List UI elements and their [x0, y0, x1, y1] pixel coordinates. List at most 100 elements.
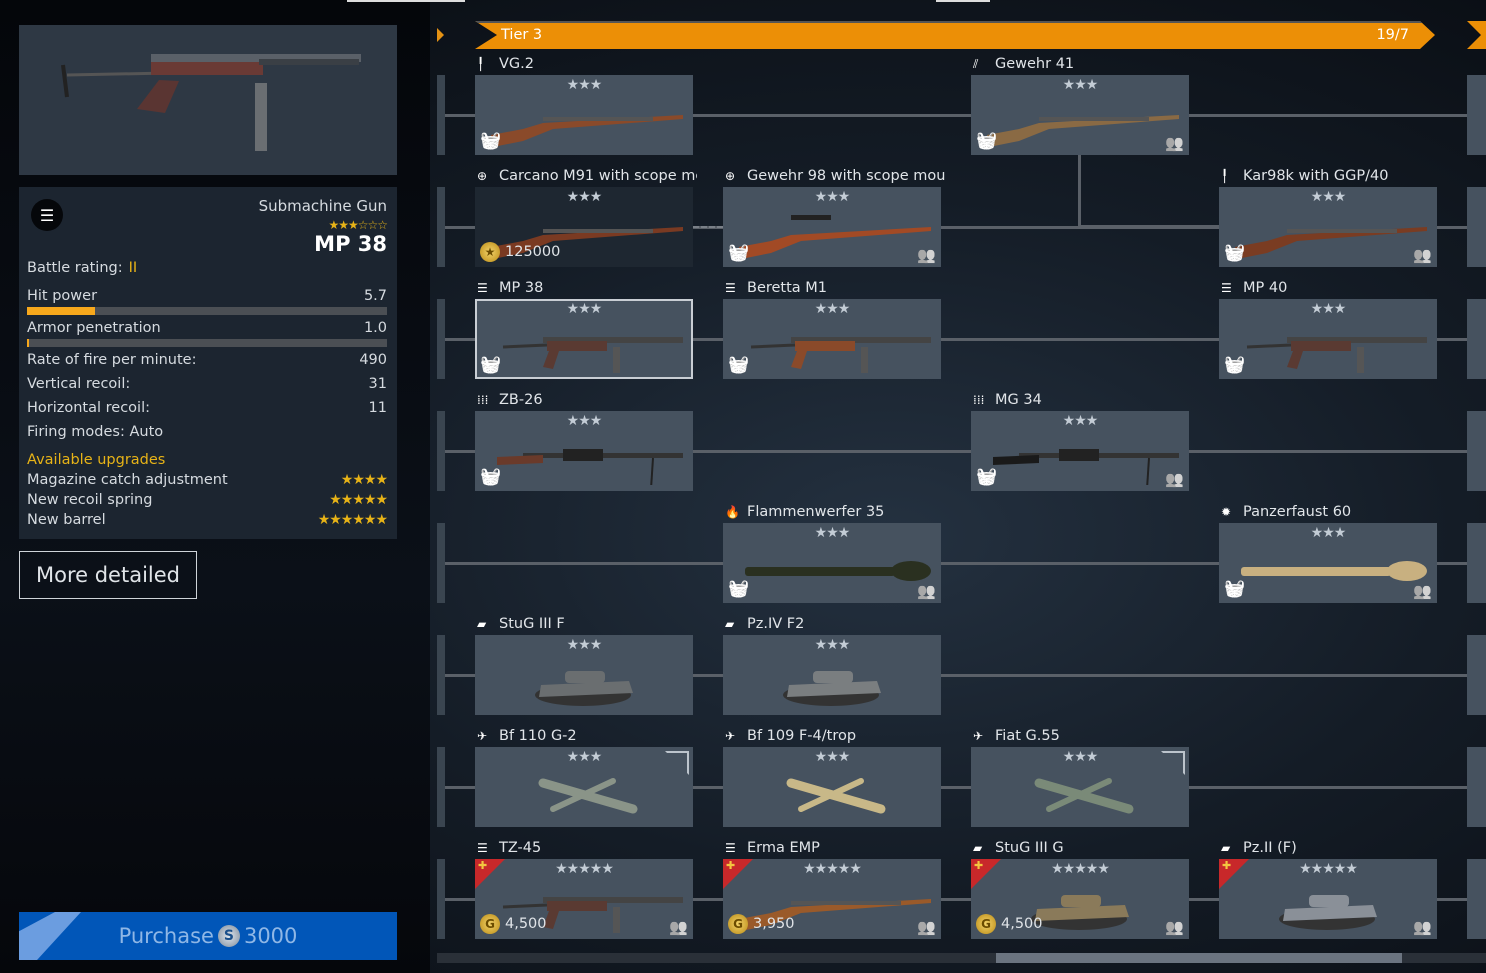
smg-class-icon: ☰ [31, 199, 63, 231]
tank-icon: ▰ [973, 841, 983, 855]
next-column-card[interactable] [1467, 299, 1486, 379]
card-name: Gewehr 41 [995, 56, 1075, 72]
squad-icon: 👥 [917, 918, 936, 936]
connector-line [437, 338, 1486, 341]
tube-image [1241, 561, 1427, 581]
unit-card[interactable]: ★★★🧺 [475, 299, 693, 379]
unit-card[interactable]: ★★★ [475, 635, 693, 715]
stat-label: Vertical recoil: [27, 376, 131, 392]
card-stars: ★★★★★ [555, 861, 614, 877]
unit-card[interactable]: ★★★🧺👥 [723, 187, 941, 267]
card-label: ╿VG.2 [477, 56, 697, 72]
card-label: ☰MP 38 [477, 280, 697, 296]
scrollbar-thumb[interactable] [996, 953, 1402, 963]
purchase-button[interactable]: Purchase S 3000 [19, 912, 397, 960]
prev-column-card-edge [437, 635, 445, 715]
previous-tier-arrow[interactable] [437, 28, 444, 42]
unit-card[interactable]: ★★★🧺👥 [971, 75, 1189, 155]
more-detailed-button[interactable]: More detailed [19, 551, 197, 599]
tube-image [745, 561, 931, 581]
weapon-preview [19, 25, 397, 175]
basket-icon[interactable]: 🧺 [480, 131, 502, 151]
unit-card[interactable]: ★★★ [971, 747, 1189, 827]
next-column-card[interactable] [1467, 635, 1486, 715]
unit-card[interactable]: ★★★★125000 [475, 187, 693, 267]
price-value: 4,500 [505, 916, 547, 932]
card-label: ⊕Gewehr 98 with scope mou [725, 168, 945, 184]
mp38-image [61, 54, 361, 151]
basket-icon[interactable]: 🧺 [1224, 355, 1246, 375]
gold-coin-icon: G [976, 914, 996, 934]
stat-value: 31 [368, 376, 387, 392]
unit-card[interactable]: ★★★★★✚👥 [1219, 859, 1437, 939]
unit-card[interactable]: ★★★🧺👥 [1219, 523, 1437, 603]
basket-icon[interactable]: 🧺 [480, 355, 502, 375]
smg-icon: ☰ [477, 841, 488, 855]
next-column-card[interactable] [1467, 523, 1486, 603]
card-stars: ★★★ [566, 637, 603, 653]
basket-icon[interactable]: 🧺 [1224, 243, 1246, 263]
price-value: 125000 [505, 244, 561, 260]
upgrade-label: New barrel [27, 512, 106, 528]
hit-power-label: Hit power [27, 288, 98, 304]
battle-rating-label: Battle rating: [27, 260, 123, 276]
smg-icon: ☰ [725, 841, 736, 855]
card-label: ╿Kar98k with GGP/40 [1221, 168, 1441, 184]
basket-icon[interactable]: 🧺 [1224, 579, 1246, 599]
card-label: ▰StuG III F [477, 616, 697, 632]
mg-icon: ⁞⁞⁞ [973, 393, 985, 407]
iron-cross-icon: ✚ [726, 859, 736, 872]
unit-card[interactable]: ★★★🧺 [475, 75, 693, 155]
card-label: ☰MP 40 [1221, 280, 1441, 296]
horizontal-scrollbar[interactable] [437, 953, 1486, 963]
stat-value: 11 [368, 400, 387, 416]
tier-label: Tier 3 [501, 27, 543, 43]
next-column-card[interactable] [1467, 75, 1486, 155]
unit-card[interactable]: ★★★🧺👥 [723, 523, 941, 603]
unit-card[interactable]: ★★★ [723, 747, 941, 827]
squad-icon: 👥 [669, 918, 688, 936]
unit-card[interactable]: ★★★ 🧺 [475, 411, 693, 491]
card-stars: ★★★ [566, 413, 603, 429]
prev-column-card-edge [437, 859, 445, 939]
basket-icon[interactable]: 🧺 [480, 467, 502, 487]
unit-card[interactable]: ★★★🧺👥 [1219, 187, 1437, 267]
card-stars: ★★★★★ [1051, 861, 1110, 877]
card-stars: ★★★ [1062, 413, 1099, 429]
stat-label: Firing modes: Auto [27, 424, 164, 440]
unit-card[interactable]: ★★★🧺 [723, 299, 941, 379]
basket-icon[interactable]: 🧺 [728, 243, 750, 263]
smg-image [1246, 337, 1427, 373]
armor-fill [27, 339, 29, 347]
upgrades-title: Available upgrades [27, 452, 387, 468]
unit-card[interactable]: ★★★ [475, 747, 693, 827]
connector-line [437, 114, 1486, 117]
card-name: VG.2 [499, 56, 534, 72]
card-label: ▰Pz.IV F2 [725, 616, 945, 632]
hit-power-row: Hit power 5.7 [27, 288, 387, 304]
next-column-card[interactable] [1467, 747, 1486, 827]
card-name: Carcano M91 with scope mc [499, 168, 697, 184]
upgrade-row: New recoil spring★★★★★ [27, 492, 388, 508]
basket-icon[interactable]: 🧺 [728, 579, 750, 599]
prev-column-card-edge [437, 187, 445, 267]
unit-card[interactable]: ★★★🧺👥 [971, 411, 1189, 491]
basket-icon[interactable]: 🧺 [976, 131, 998, 151]
silver-coin-icon: S [217, 925, 240, 947]
unit-card[interactable]: ★★★ [723, 635, 941, 715]
next-column-card[interactable] [1467, 411, 1486, 491]
next-column-card[interactable] [1467, 187, 1486, 267]
card-stars: ★★★ [814, 749, 851, 765]
prev-column-card-edge [437, 747, 445, 827]
next-column-card[interactable] [1467, 859, 1486, 939]
card-label: ✈Bf 109 F-4/trop [725, 728, 945, 744]
unit-card[interactable]: ★★★🧺 [1219, 299, 1437, 379]
basket-icon[interactable]: 🧺 [728, 355, 750, 375]
plane-image [786, 778, 886, 814]
card-name: Bf 109 F-4/trop [747, 728, 857, 744]
basket-icon[interactable]: 🧺 [976, 467, 998, 487]
